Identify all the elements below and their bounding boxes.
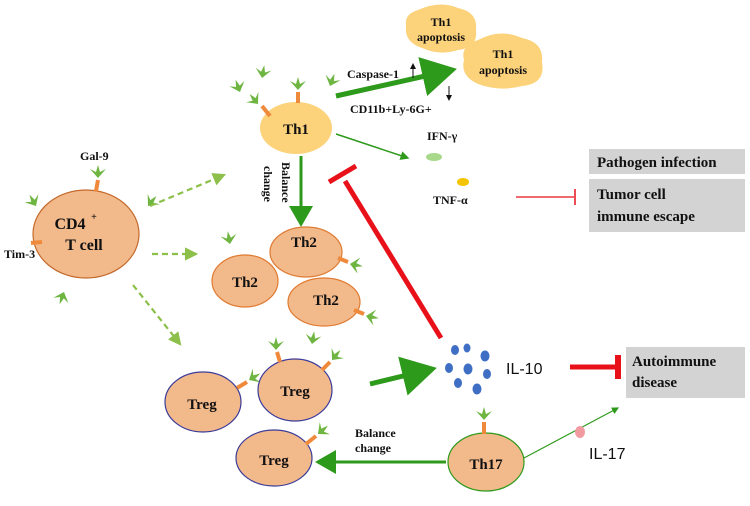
th1-ligand-1 (243, 88, 265, 110)
treg-to-il10-arrow (369, 356, 437, 396)
th1-ligand-5 (322, 71, 342, 89)
th1-ligand-3 (228, 77, 248, 95)
th2-cell-1: Th2 (269, 226, 349, 278)
cd4-label: CD4 (54, 216, 85, 233)
cd4-ligand-2 (22, 190, 43, 210)
balance-label-vertical-1: Balance (279, 162, 293, 203)
autoimmune-label-1: Autoimmune (632, 354, 717, 370)
tnf-molecule (457, 178, 469, 186)
th2-label-1: Th2 (291, 235, 317, 251)
th1-apoptosis-cell-1: Th1 apoptosis (405, 4, 477, 53)
th1-ligand-2 (290, 77, 306, 90)
cd4-gal9-ligand (90, 165, 106, 178)
th17-cell: Th17 (447, 422, 525, 492)
th17-ligand (476, 407, 492, 420)
il10-inhibits-th1-line (342, 179, 444, 340)
th17-label: Th17 (469, 457, 503, 473)
il10-molecules (445, 343, 491, 395)
th2-ligand-3 (364, 308, 381, 327)
balance-label-h2: change (355, 441, 392, 455)
tim3-label: Tim-3 (4, 247, 35, 261)
pathogen-infection-box: Pathogen infection (589, 149, 745, 174)
tumor-label-2: immune escape (597, 209, 695, 225)
th2-ligand-2 (219, 229, 238, 246)
il17-molecule (575, 426, 585, 438)
cd4-ligand-4 (52, 289, 72, 307)
th2-label-2: Th2 (232, 275, 258, 291)
th1-apoptosis-label-1b: apoptosis (417, 30, 465, 44)
th1-apoptosis-label-1: Th1 (431, 15, 452, 29)
th1-to-apoptosis-arrow (335, 57, 457, 99)
ifn-molecule (426, 153, 442, 161)
tcell-label: T cell (65, 237, 103, 254)
cd4-to-treg-arrow (132, 284, 182, 346)
treg-label-1: Treg (187, 397, 217, 413)
treg-label-2: Treg (280, 384, 310, 400)
th2-label-3: Th2 (313, 293, 339, 309)
tumor-label-1: Tumor cell (597, 187, 666, 203)
th1-label: Th1 (283, 122, 309, 138)
treg-ligand-2 (268, 337, 284, 350)
th1-apoptosis-label-2: Th1 (493, 47, 514, 61)
balance-label-vertical-2: change (261, 166, 275, 203)
th2-ligand-1 (348, 256, 365, 275)
tnf-label: TNF-α (433, 193, 468, 207)
autoimmune-label-2: disease (632, 375, 677, 391)
ifn-label: IFN-γ (427, 129, 458, 143)
cd11b-label: CD11b+Ly-6G+ (350, 102, 432, 116)
treg-cell-2: Treg (257, 351, 333, 422)
cd4-sup-label: + (91, 212, 97, 223)
th2-cell-3: Th2 (287, 277, 365, 327)
il17-label: IL-17 (589, 446, 626, 463)
il10-label: IL-10 (506, 361, 543, 378)
treg-label-3: Treg (259, 453, 289, 469)
th1-apoptosis-label-2b: apoptosis (479, 63, 527, 77)
pathogen-label: Pathogen infection (597, 155, 717, 171)
th1-ligand-4 (254, 63, 273, 80)
cd4-to-th1-arrow (149, 173, 227, 208)
treg-cell-1: Treg (164, 371, 249, 433)
il10-inhibits-th1-bar (327, 163, 358, 185)
balance-label-h1: Balance (355, 426, 396, 440)
caspase-label: Caspase-1 (347, 67, 399, 81)
th1-to-cytokines-arrow (335, 133, 410, 160)
gal9-label: Gal-9 (80, 149, 109, 163)
tumor-escape-box: Tumor cell immune escape (589, 179, 745, 232)
autoimmune-box: Autoimmune disease (626, 347, 745, 398)
treg-ligand-4 (304, 329, 323, 346)
treg-cell-3: Treg (235, 429, 318, 487)
th1-apoptosis-cell-2: Th1 apoptosis (463, 33, 543, 89)
th1-cell: Th1 (260, 92, 332, 154)
th2-cell-2: Th2 (211, 254, 279, 308)
cd4-t-cell: CD4 + T cell (30, 179, 140, 279)
th17-to-autoimmune-arrow (523, 407, 620, 459)
